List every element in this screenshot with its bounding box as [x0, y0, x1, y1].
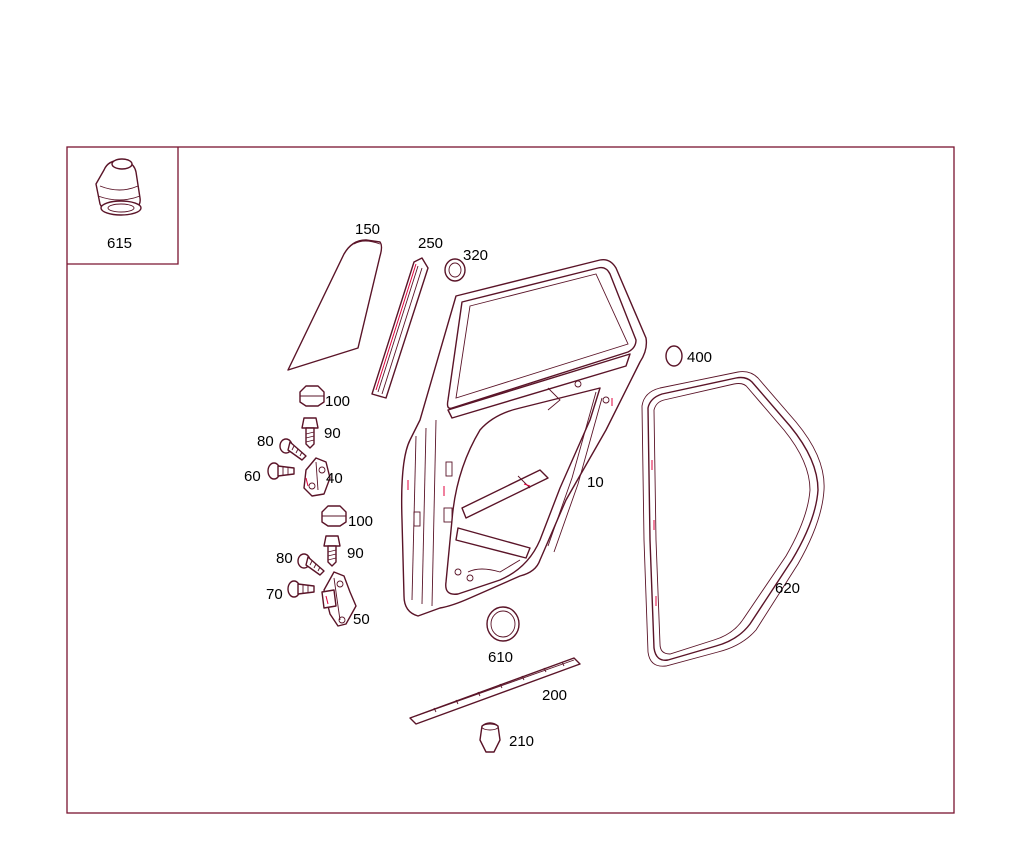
callout-70: 70 [266, 586, 283, 603]
screw-80-lower[interactable] [297, 553, 325, 576]
plug-400[interactable] [665, 345, 683, 367]
inset-frame [67, 147, 179, 265]
nut-100-lower[interactable] [321, 505, 347, 527]
callout-80-lower: 80 [276, 550, 293, 567]
seal-ring-610[interactable] [486, 606, 520, 642]
screw-60[interactable] [267, 462, 295, 480]
grommet-615-icon[interactable] [95, 158, 142, 216]
seal-320[interactable] [444, 258, 466, 282]
callout-40: 40 [326, 470, 343, 487]
screw-80-upper[interactable] [279, 438, 307, 461]
callout-100-upper: 100 [325, 393, 350, 410]
callout-10: 10 [587, 474, 604, 491]
hinge-40[interactable] [303, 457, 331, 497]
callout-150: 150 [355, 221, 380, 238]
bolt-90-lower[interactable] [323, 535, 341, 567]
hinge-50[interactable] [321, 571, 357, 627]
callout-210: 210 [509, 733, 534, 750]
nut-100-upper[interactable] [299, 385, 325, 407]
rear-door-10[interactable] [400, 258, 648, 617]
callout-620: 620 [775, 580, 800, 597]
callout-60: 60 [244, 468, 261, 485]
callout-50: 50 [353, 611, 370, 628]
diagram-frame [66, 146, 955, 814]
trim-strip-200[interactable] [409, 657, 581, 725]
callout-250: 250 [418, 235, 443, 252]
door-seal-620[interactable] [641, 371, 825, 667]
callout-100-lower: 100 [348, 513, 373, 530]
callout-90-upper: 90 [324, 425, 341, 442]
callout-610: 610 [488, 649, 513, 666]
callout-320: 320 [463, 247, 488, 264]
clip-210[interactable] [479, 722, 501, 753]
callout-90-lower: 90 [347, 545, 364, 562]
window-channel-250[interactable] [371, 257, 429, 399]
callout-80-upper: 80 [257, 433, 274, 450]
quarter-glass-150[interactable] [287, 239, 383, 371]
screw-70[interactable] [287, 580, 315, 598]
bolt-90-upper[interactable] [301, 417, 319, 449]
callout-400: 400 [687, 349, 712, 366]
callout-200: 200 [542, 687, 567, 704]
callout-615: 615 [107, 235, 132, 252]
